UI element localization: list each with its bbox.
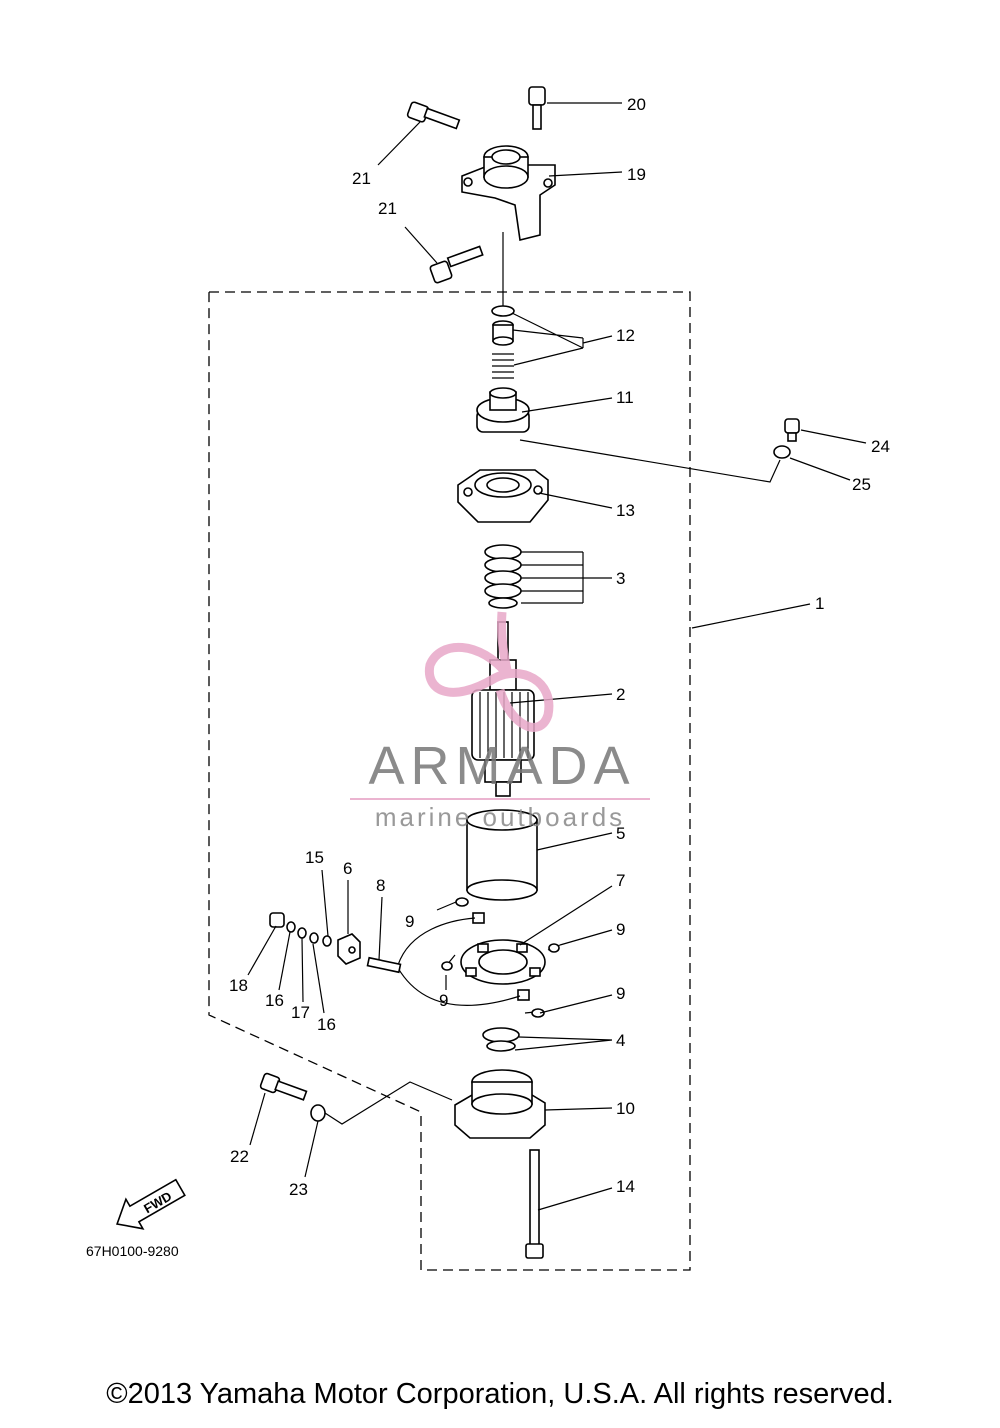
diagram-code: 67H0100-9280 xyxy=(86,1243,179,1259)
label-16b: 16 xyxy=(317,1015,336,1034)
label-21b: 21 xyxy=(378,199,397,218)
watermark-title: ARMADA xyxy=(368,736,635,796)
label-22: 22 xyxy=(230,1147,249,1166)
part-labels: 20 21 19 21 12 11 24 25 13 3 1 2 5 15 6 … xyxy=(229,95,890,1199)
washer-set-4 xyxy=(482,1027,520,1052)
terminal-9-b xyxy=(441,961,453,971)
bolt-20 xyxy=(528,86,546,130)
label-9a: 9 xyxy=(405,912,414,931)
brush-holder-7 xyxy=(460,939,546,985)
terminal-9-a xyxy=(455,897,469,907)
label-7: 7 xyxy=(616,871,625,890)
label-16a: 16 xyxy=(265,991,284,1010)
label-15: 15 xyxy=(305,848,324,867)
through-bolt-14 xyxy=(525,1149,544,1259)
label-9b: 9 xyxy=(616,920,625,939)
terminal-bolt-8 xyxy=(366,956,402,974)
front-cover-13 xyxy=(457,469,549,523)
label-21a: 21 xyxy=(352,169,371,188)
label-10: 10 xyxy=(616,1099,635,1118)
label-23: 23 xyxy=(289,1180,308,1199)
screw-24 xyxy=(784,418,800,442)
leader-lines xyxy=(247,102,867,1211)
terminal-block-6 xyxy=(337,933,361,965)
connector-23-10 xyxy=(324,1081,453,1125)
label-24: 24 xyxy=(871,437,890,456)
label-19: 19 xyxy=(627,165,646,184)
leader-3-bracket xyxy=(521,551,584,604)
label-4: 4 xyxy=(616,1031,625,1050)
washer-25 xyxy=(773,445,791,459)
fwd-arrow: FWD xyxy=(116,1178,186,1230)
bracket-19 xyxy=(461,145,556,241)
washer-23 xyxy=(310,1104,326,1122)
label-12: 12 xyxy=(616,326,635,345)
bolt-22 xyxy=(259,1072,308,1101)
label-25: 25 xyxy=(852,475,871,494)
watermark-subtitle: marine outboards xyxy=(375,802,625,832)
rear-cover-10 xyxy=(454,1069,546,1139)
label-14: 14 xyxy=(616,1177,635,1196)
assembly-boundary xyxy=(208,291,691,1271)
label-17: 17 xyxy=(291,1003,310,1022)
label-20: 20 xyxy=(627,95,646,114)
label-1: 1 xyxy=(815,594,824,613)
label-9c: 9 xyxy=(439,991,448,1010)
copyright-notice: ©2013 Yamaha Motor Corporation, U.S.A. A… xyxy=(106,1378,894,1410)
pinion-drive-11 xyxy=(476,387,530,433)
label-11: 11 xyxy=(616,388,634,407)
label-18: 18 xyxy=(229,976,248,995)
terminal-9-c xyxy=(548,943,560,953)
nut-washer-stack xyxy=(269,912,332,947)
bolt-21-upper xyxy=(406,101,461,130)
bolt-21-lower xyxy=(429,245,484,284)
washer-set-3 xyxy=(484,544,522,609)
connector-13-25 xyxy=(519,439,781,483)
label-9d: 9 xyxy=(616,984,625,1003)
label-8: 8 xyxy=(376,876,385,895)
brush-wires xyxy=(397,901,561,1014)
label-3: 3 xyxy=(616,569,625,588)
label-13: 13 xyxy=(616,501,635,520)
label-6: 6 xyxy=(343,859,352,878)
label-2: 2 xyxy=(616,685,625,704)
pinion-stopper-set-12 xyxy=(491,305,515,379)
watermark: ARMADA marine outboards xyxy=(350,611,650,832)
yoke-5 xyxy=(466,809,538,901)
label-5: 5 xyxy=(616,824,625,843)
terminal-9-d xyxy=(531,1008,545,1018)
watermark-logo xyxy=(424,611,554,732)
